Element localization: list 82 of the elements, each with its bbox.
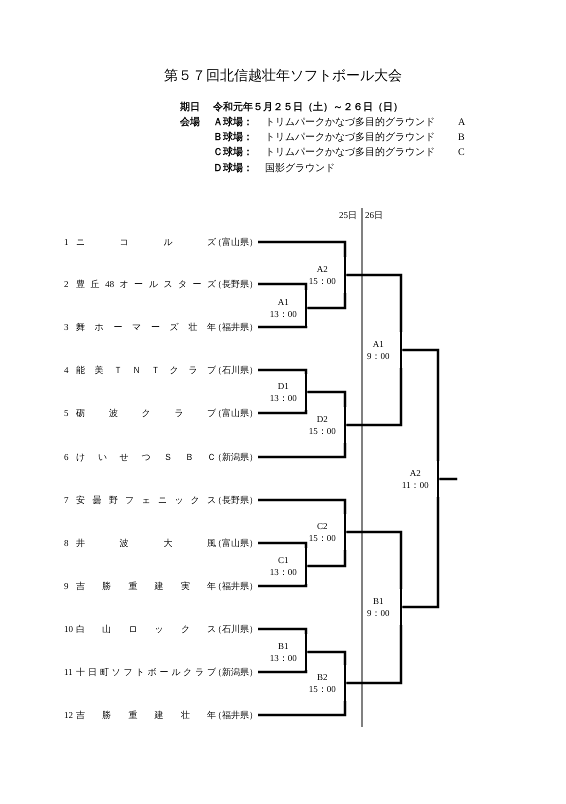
match-court: D2: [316, 414, 329, 424]
team-name: 安曇野フェニックス: [76, 495, 216, 505]
match-court: A2: [316, 264, 329, 274]
prefecture: （新潟県）: [213, 452, 258, 462]
venue-code: A: [458, 118, 466, 128]
venue-label: Ｄ球場：: [213, 164, 253, 174]
team-number: 5: [64, 408, 68, 418]
match-time: 13：00: [268, 653, 298, 663]
team-number: 11: [64, 667, 73, 677]
match-time: 13：00: [268, 309, 298, 319]
bracket-line: [402, 497, 440, 608]
bracket-line: [258, 282, 308, 290]
bracket-line: [346, 274, 402, 332]
bracket-line: [402, 348, 440, 461]
team-name: 白山ロックス: [76, 624, 216, 634]
bracket-line: [307, 550, 346, 568]
match-court: B1: [372, 596, 384, 606]
venue-code: C: [458, 148, 465, 158]
bracket-line: [346, 625, 402, 684]
bracket-line: [258, 443, 346, 458]
day-label: 25日: [339, 211, 357, 220]
bracket-line: [258, 701, 346, 716]
team-number: 7: [64, 495, 68, 505]
match-time: 15：00: [308, 276, 337, 286]
team-number: 3: [64, 322, 68, 332]
team-name: 吉勝重建壮年: [76, 710, 216, 720]
bracket-line: [346, 530, 402, 589]
bracket-line: [258, 240, 346, 257]
match-time: 15：00: [308, 684, 337, 694]
match-time: 9：00: [366, 608, 390, 618]
team-name: けいせつＳＢＣ: [76, 452, 216, 462]
bracket-line: [258, 542, 308, 548]
bracket-line: [439, 478, 458, 480]
match-court: B2: [316, 672, 328, 682]
match-time: 15：00: [308, 426, 337, 436]
bracket-line: [258, 498, 346, 514]
team-name: 井波大風: [76, 538, 216, 548]
match-court: A2: [408, 468, 422, 478]
team-number: 8: [64, 538, 68, 548]
bracket-line: [258, 325, 308, 328]
match-time: 15：00: [308, 533, 337, 543]
bracket-line: [307, 293, 346, 310]
team-number: 6: [64, 452, 68, 462]
day-label: 26日: [365, 211, 383, 220]
match-time: 11：00: [400, 480, 430, 490]
bracket-line: [346, 368, 402, 426]
match-time: 13：00: [268, 567, 298, 577]
team-name: 吉勝重建実年: [76, 581, 216, 591]
team-number: 4: [64, 365, 68, 375]
venue-code: B: [458, 133, 465, 143]
venue-label: Ａ球場：: [213, 118, 253, 128]
team-number: 10: [64, 624, 73, 634]
date-text: 令和元年５月２５日（土）～２６日（日）: [213, 103, 403, 113]
match-time: 13：00: [268, 393, 298, 403]
venue-name: 国影グラウンド: [265, 164, 335, 174]
match-time: 9：00: [366, 351, 390, 361]
bracket-line: [307, 390, 346, 407]
team-number: 1: [64, 237, 68, 247]
match-court: A1: [276, 297, 290, 307]
match-court: A1: [372, 339, 385, 349]
bracket-line: [258, 584, 308, 588]
venue-name: トリムパークかなづ多目的グラウンド: [265, 133, 435, 143]
bracket-line: [258, 410, 308, 414]
label-heading: 会場: [180, 118, 200, 128]
team-number: 9: [64, 581, 68, 591]
match-court: C2: [316, 521, 328, 531]
title: 第５７回北信越壮年ソフトボール大会: [163, 70, 403, 84]
match-court: D1: [276, 381, 290, 391]
team-name: 舞ホーマーズ壮年: [76, 322, 216, 332]
venue-label: Ｂ球場：: [213, 133, 253, 143]
venue-name: トリムパークかなづ多目的グラウンド: [265, 148, 435, 158]
bracket-line: [307, 650, 346, 665]
venue-name: トリムパークかなづ多目的グラウンド: [265, 118, 435, 128]
team-number: 2: [64, 279, 68, 289]
label-heading: 期日: [180, 103, 200, 113]
bracket-line: [258, 628, 308, 634]
match-court: B1: [276, 641, 290, 651]
team-number: 12: [64, 710, 73, 720]
match-court: C1: [276, 555, 290, 565]
venue-label: Ｃ球場：: [213, 148, 253, 158]
bracket-line: [258, 670, 308, 674]
bracket-line: [258, 368, 308, 374]
